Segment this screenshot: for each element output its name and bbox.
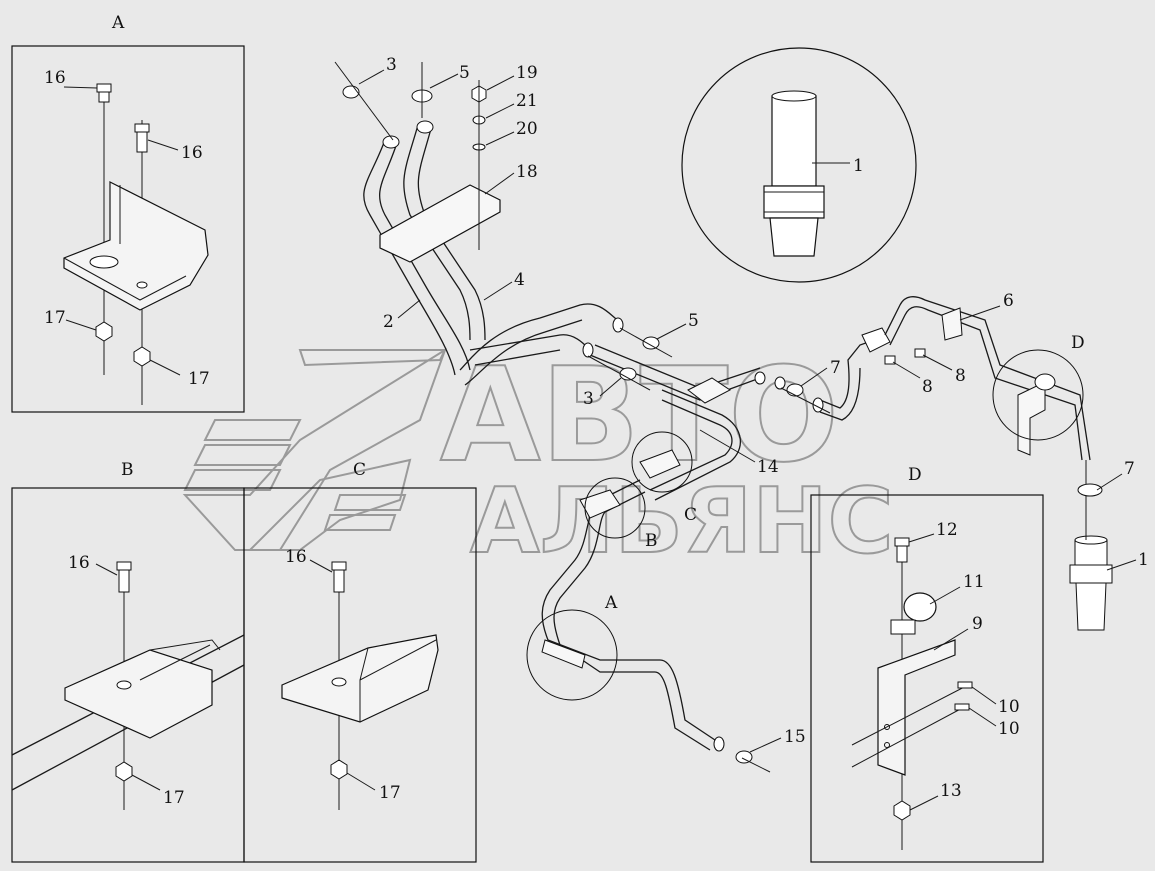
callout-2: 2 [383, 312, 394, 332]
view-b-circle [584, 477, 646, 539]
callout-d-9: 9 [972, 614, 983, 634]
callout-20: 20 [516, 119, 538, 139]
callout-c-16: 16 [285, 547, 307, 567]
callout-4: 4 [514, 270, 525, 290]
callout-mark-d: D [1071, 333, 1085, 353]
callout-a-16b: 16 [181, 143, 203, 163]
view-c-title: C [353, 460, 366, 480]
callout-3-mid: 3 [583, 389, 594, 409]
watermark-logo: АВТО АЛЬЯНС [182, 338, 895, 575]
detail-a-drawing [63, 83, 209, 405]
callout-5-top: 5 [459, 63, 470, 83]
callout-c-17: 17 [379, 783, 401, 803]
view-a-circle [526, 609, 618, 701]
view-d-circle [992, 349, 1084, 441]
callout-d-10b: 10 [998, 719, 1020, 739]
detail-c-frame [243, 487, 477, 863]
callout-b-16: 16 [68, 553, 90, 573]
fitting-detail-circle [681, 47, 917, 283]
callout-1-detail: 1 [853, 156, 864, 176]
callout-a-16a: 16 [44, 68, 66, 88]
detail-d-frame [810, 494, 1044, 863]
callout-mark-b: B [645, 531, 658, 551]
callout-6: 6 [1003, 291, 1014, 311]
callout-mark-c: C [684, 505, 697, 525]
callout-8a: 8 [922, 377, 933, 397]
main-pipe-assembly [363, 120, 1113, 752]
callout-7-right: 7 [1124, 459, 1135, 479]
callout-14: 14 [757, 457, 779, 477]
detail-b-drawing [11, 561, 245, 810]
view-b-title: B [121, 460, 134, 480]
callout-5-mid: 5 [688, 311, 699, 331]
leader-lines [334, 61, 1137, 773]
view-d-title: D [908, 465, 922, 485]
callout-21: 21 [516, 91, 538, 111]
callout-3-top: 3 [386, 55, 397, 75]
callout-d-10a: 10 [998, 697, 1020, 717]
callout-15: 15 [784, 727, 806, 747]
detail-d-drawing [851, 533, 997, 850]
callout-1-right: 1 [1138, 550, 1149, 570]
callout-a-17b: 17 [188, 369, 210, 389]
callout-b-17: 17 [163, 788, 185, 808]
callout-a-17a: 17 [44, 308, 66, 328]
view-c-circle [631, 431, 693, 493]
callout-mark-a: A [604, 593, 618, 613]
callout-d-11: 11 [963, 572, 985, 592]
callout-18: 18 [516, 162, 538, 182]
callout-7-mid: 7 [830, 358, 841, 378]
callout-d-12: 12 [936, 520, 958, 540]
detail-a-frame [11, 45, 245, 413]
view-a-title: A [111, 13, 125, 33]
detail-c-drawing [281, 559, 439, 810]
callout-d-13: 13 [940, 781, 962, 801]
callout-8b: 8 [955, 366, 966, 386]
callout-19: 19 [516, 63, 538, 83]
